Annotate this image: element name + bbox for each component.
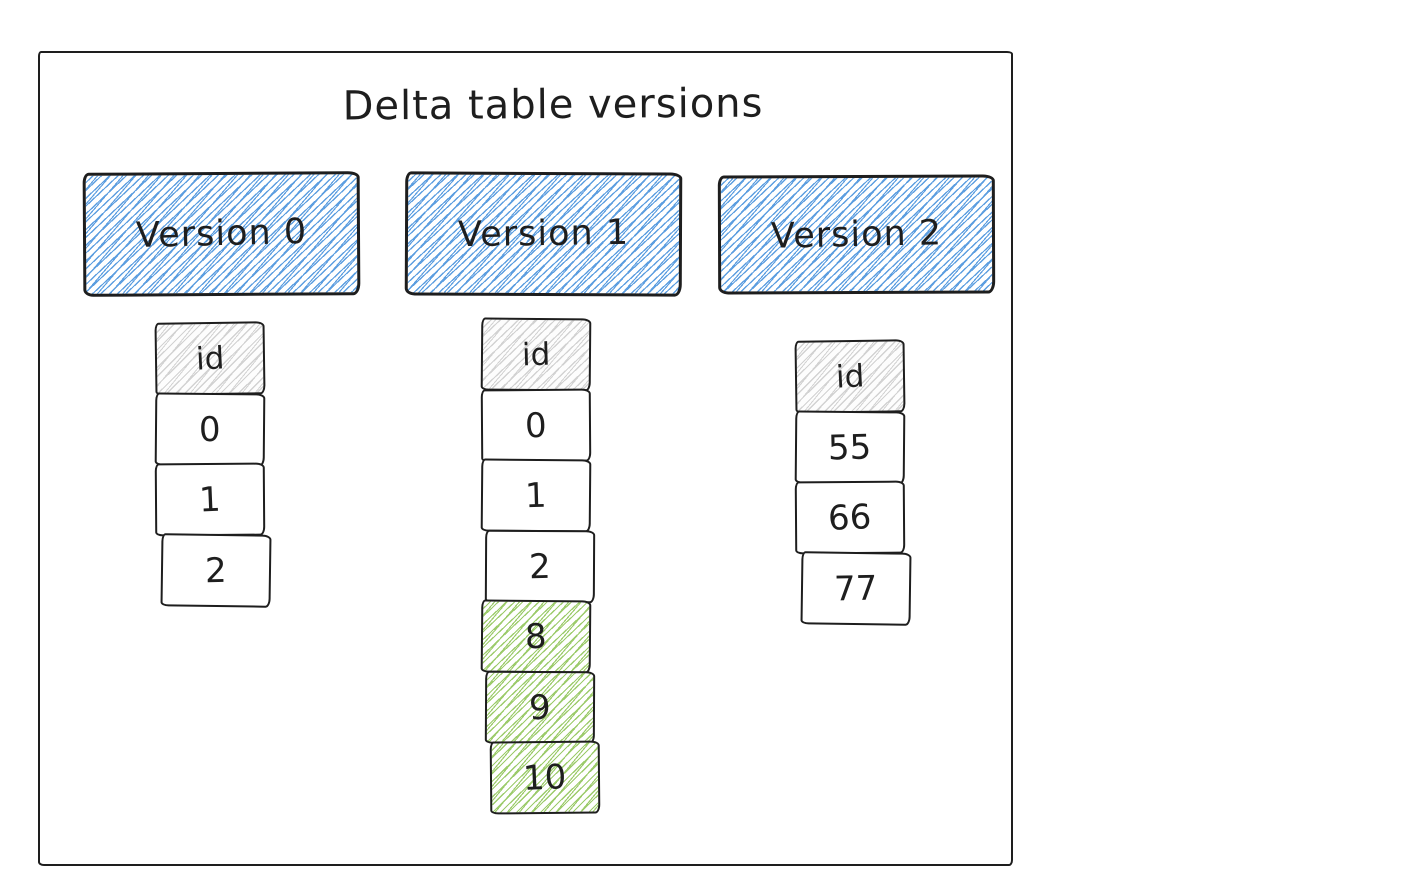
cell-value: 66 — [827, 496, 873, 539]
version-0-label: Version 0 — [135, 211, 308, 257]
table-row-cell: 1 — [480, 458, 592, 533]
version-1-column: id 0 1 2 8 9 10 — [480, 317, 601, 815]
table-row-cell-new: 10 — [489, 740, 601, 815]
version-0-header: Version 0 — [82, 171, 361, 297]
column-header-cell: id — [794, 339, 906, 414]
version-1-label: Version 1 — [457, 212, 630, 256]
version-2-column: id 55 66 77 — [794, 339, 912, 626]
table-row-cell-new: 9 — [484, 670, 596, 744]
table-row-cell: 0 — [480, 388, 592, 462]
column-header-text: id — [194, 339, 226, 378]
table-row-cell: 2 — [484, 529, 596, 603]
cell-value: 10 — [522, 756, 568, 799]
cell-value: 1 — [198, 479, 222, 520]
cell-value: 0 — [198, 408, 222, 450]
table-row-cell: 55 — [794, 410, 906, 484]
cell-value: 0 — [524, 404, 548, 446]
column-header-cell: id — [480, 317, 592, 392]
cell-value: 9 — [528, 686, 552, 728]
table-row-cell: 66 — [794, 480, 906, 555]
cell-value: 1 — [524, 475, 548, 516]
table-row-cell: 77 — [800, 550, 912, 626]
version-0-column: id 0 1 2 — [154, 321, 272, 608]
column-header-text: id — [834, 357, 866, 396]
table-row-cell-new: 8 — [480, 599, 592, 674]
cell-value: 55 — [827, 426, 873, 468]
table-row-cell: 0 — [154, 392, 266, 466]
version-2-header: Version 2 — [717, 174, 996, 295]
column-header-text: id — [521, 336, 551, 373]
table-row-cell: 2 — [160, 532, 272, 608]
cell-value: 2 — [528, 545, 552, 587]
cell-value: 2 — [204, 549, 228, 591]
column-header-cell: id — [154, 321, 266, 396]
cell-value: 77 — [833, 567, 879, 609]
version-2-label: Version 2 — [770, 212, 943, 257]
table-row-cell: 1 — [154, 462, 266, 537]
diagram-title: Delta table versions — [342, 80, 764, 130]
cell-value: 8 — [524, 616, 548, 657]
version-1-header: Version 1 — [404, 171, 683, 297]
